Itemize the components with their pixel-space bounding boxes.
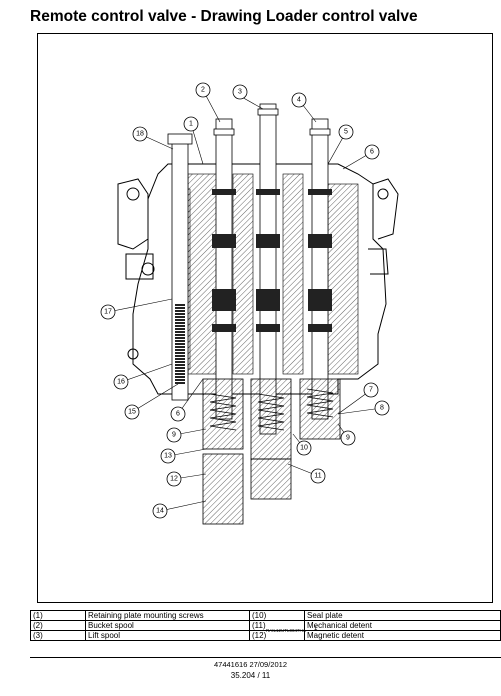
valve-section-drawing: 1 2 3 4 5 6 6 7 8 9 9 10 11 12 13 14 15 … [100,82,399,525]
document-id: 47441616 27/09/2012 [214,660,287,669]
legend-label: Lift spool [85,630,250,641]
callout-14: 14 [152,503,168,519]
legend-num: (11) [249,620,305,631]
legend-row: (1) Retaining plate mounting screws (10)… [30,610,501,621]
svg-text:7: 7 [369,387,373,394]
callout-6-bottom: 6 [170,406,186,422]
callout-8: 8 [374,400,390,416]
callout-6-top: 6 [364,144,380,160]
svg-text:6: 6 [176,411,180,418]
callout-10: 10 [296,440,312,456]
legend-num: (1) [30,610,86,621]
callout-16: 16 [113,374,129,390]
legend-row: (2) Bucket spool (11) Mechanical detent [30,620,501,631]
legend-label: Magnetic detent [304,630,501,641]
svg-text:2: 2 [201,87,205,94]
legend-row: (3) Lift spool (12) Magnetic detent [30,630,501,641]
svg-text:14: 14 [156,508,164,515]
svg-text:1: 1 [189,121,193,128]
svg-text:15: 15 [128,409,136,416]
callout-5: 5 [338,124,354,140]
legend-label: Bucket spool [85,620,250,631]
callout-4: 4 [291,92,307,108]
svg-text:9: 9 [172,432,176,439]
svg-text:8: 8 [380,405,384,412]
svg-text:10: 10 [300,445,308,452]
legend-label: Seal plate [304,610,501,621]
callout-11: 11 [310,468,326,484]
legend-num: (12) [249,630,305,641]
valve-drawing: 1 2 3 4 5 6 6 7 8 9 9 10 11 12 13 14 15 … [37,33,493,633]
callout-18: 18 [132,126,148,142]
page-number: 35.204 / 11 [230,671,271,680]
svg-text:3: 3 [238,89,242,96]
svg-text:4: 4 [297,97,301,104]
svg-text:17: 17 [104,309,112,316]
callout-13: 13 [160,448,176,464]
svg-text:6: 6 [370,149,374,156]
callout-1: 1 [183,116,199,132]
svg-text:12: 12 [170,476,178,483]
svg-text:5: 5 [344,129,348,136]
svg-text:11: 11 [314,473,321,480]
footer-divider [30,657,501,658]
callout-2: 2 [195,82,211,98]
callout-9-left: 9 [166,427,182,443]
callout-3: 3 [232,84,248,100]
legend-num: (2) [30,620,86,631]
legend-num: (3) [30,630,86,641]
callout-17: 17 [100,304,116,320]
page-title: Remote control valve - Drawing Loader co… [30,8,418,25]
legend-label: Retaining plate mounting screws [85,610,250,621]
legend-num: (10) [249,610,305,621]
callout-group: 1 2 3 4 5 6 6 7 8 9 9 10 11 12 13 14 15 … [100,82,390,519]
callout-15: 15 [124,404,140,420]
callout-9-right: 9 [340,430,356,446]
svg-text:18: 18 [136,131,144,138]
svg-text:13: 13 [164,453,172,460]
legend-table: (1) Retaining plate mounting screws (10)… [30,610,501,641]
callout-7: 7 [363,382,379,398]
callout-12: 12 [166,471,182,487]
svg-text:16: 16 [117,379,125,386]
legend-label: Mechanical detent [304,620,501,631]
svg-text:9: 9 [346,435,350,442]
